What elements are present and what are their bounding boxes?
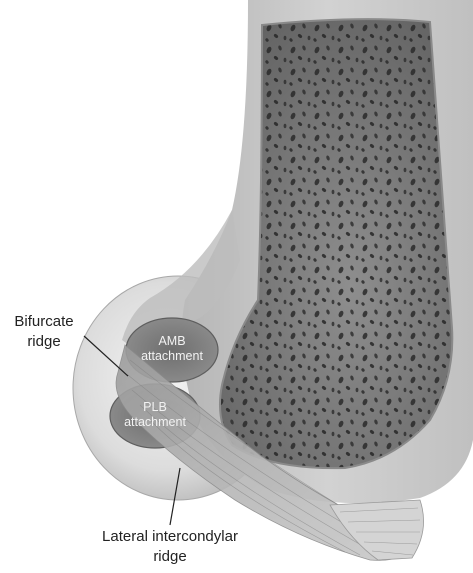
plb-label-line2: attachment: [115, 415, 195, 430]
lateral-intercondylar-ridge-label: Lateral intercondylar ridge: [60, 527, 280, 567]
plb-attachment-label: PLB attachment: [115, 400, 195, 430]
lateral-ridge-label-line1: Lateral intercondylar: [60, 527, 280, 547]
plb-label-line1: PLB: [115, 400, 195, 415]
amb-label-line2: attachment: [132, 349, 212, 364]
amb-label-line1: AMB: [132, 334, 212, 349]
bifurcate-ridge-label-line1: Bifurcate: [6, 312, 82, 332]
bifurcate-ridge-label-line2: ridge: [6, 332, 82, 352]
amb-attachment-label: AMB attachment: [132, 334, 212, 364]
bifurcate-ridge-label: Bifurcate ridge: [6, 312, 82, 352]
lateral-ridge-label-line2: ridge: [60, 547, 280, 567]
